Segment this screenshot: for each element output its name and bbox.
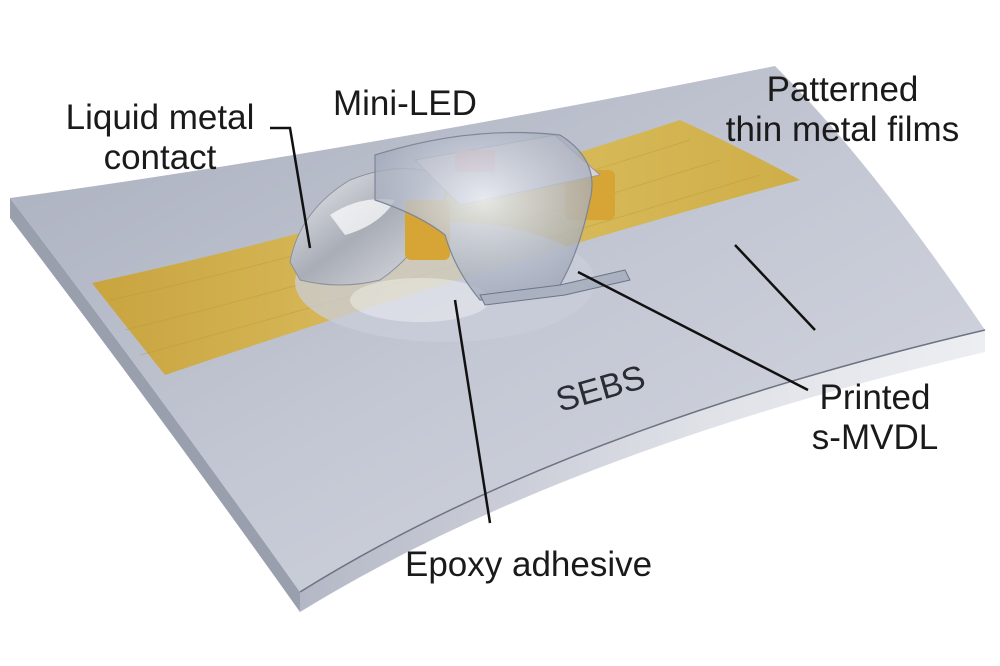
label-liquid-metal-line2: contact: [103, 138, 217, 177]
label-printed-smvdl: Printed s-MVDL: [790, 378, 960, 458]
label-patterned-films: Patterned thin metal films: [700, 70, 985, 150]
substrate-edge: [299, 329, 986, 593]
substrate-front-face: [300, 330, 985, 612]
substrate-left-face: [10, 198, 300, 612]
label-printed-line2: s-MVDL: [811, 418, 939, 457]
epoxy-highlight: [350, 278, 490, 322]
label-liquid-metal-contact: Liquid metal contact: [40, 98, 280, 178]
label-patterned-line2: thin metal films: [725, 110, 960, 149]
leader-epoxy: [453, 299, 492, 524]
label-mini-led: Mini-LED: [333, 84, 477, 123]
label-liquid-metal-line1: Liquid metal: [65, 98, 255, 137]
leader-liquid-metal: [270, 126, 312, 249]
label-epoxy-adhesive: Epoxy adhesive: [405, 545, 653, 584]
label-printed-line1: Printed: [819, 378, 931, 417]
smvdl-overlay: [374, 131, 593, 301]
leader-printed: [577, 270, 809, 392]
label-patterned-line1: Patterned: [766, 70, 919, 109]
leader-patterned: [734, 244, 816, 331]
liquid-metal-reflection: [330, 199, 395, 235]
